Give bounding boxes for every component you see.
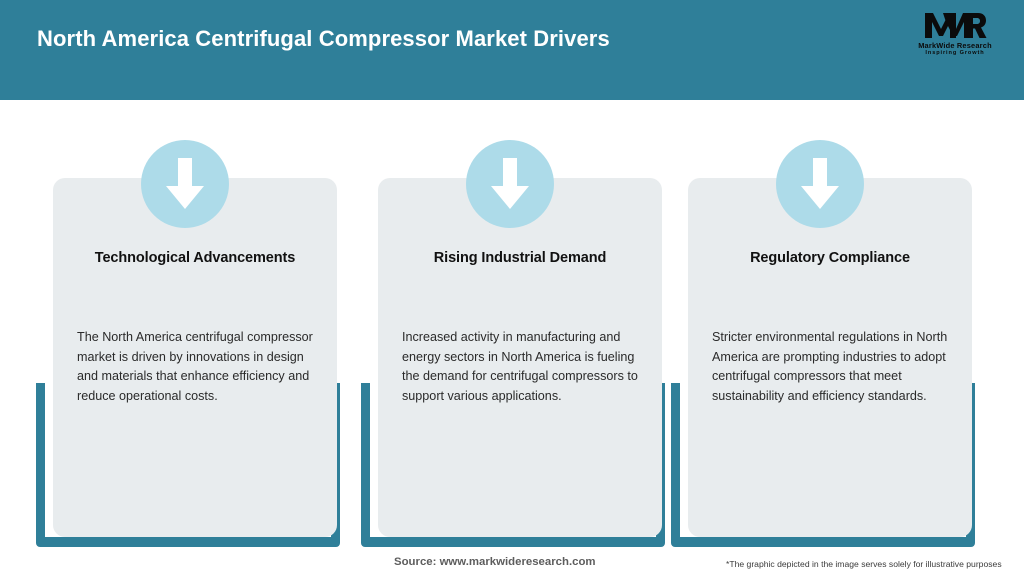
arrow-down-icon (776, 140, 864, 228)
bracket-bottom-bar (671, 537, 975, 547)
card-title: Regulatory Compliance (750, 250, 910, 266)
card-panel: Technological Advancements The North Ame… (53, 178, 337, 537)
brand-logo: MarkWide Research Inspiring Growth (906, 10, 1004, 62)
driver-card-3: Regulatory Compliance Stricter environme… (655, 0, 985, 576)
card-body-text: The North America centrifugal compressor… (77, 330, 313, 403)
driver-card-2: Rising Industrial Demand Increased activ… (345, 0, 675, 576)
page-title: North America Centrifugal Compressor Mar… (37, 26, 610, 51)
bracket-bottom-bar (36, 537, 340, 547)
card-title: Rising Industrial Demand (433, 250, 607, 266)
card-panel: Regulatory Compliance Stricter environme… (688, 178, 972, 537)
driver-card-1: Technological Advancements The North Ame… (20, 0, 350, 576)
card-title: Technological Advancements (94, 250, 296, 266)
bracket-left-bar (671, 383, 680, 538)
source-attribution: Source: www.markwideresearch.com (394, 556, 596, 568)
bracket-left-bar (36, 383, 45, 538)
arrow-down-icon (466, 140, 554, 228)
bracket-bottom-bar (361, 537, 665, 547)
logo-tagline: Inspiring Growth (925, 50, 985, 56)
card-body-text: Increased activity in manufacturing and … (402, 330, 638, 403)
mwr-logo-icon (925, 13, 987, 38)
logo-company-name: MarkWide Research (918, 41, 992, 50)
arrow-down-icon (141, 140, 229, 228)
illustrative-disclaimer: *The graphic depicted in the image serve… (726, 559, 1002, 569)
card-body-text: Stricter environmental regulations in No… (712, 330, 948, 403)
bracket-left-bar (361, 383, 370, 538)
card-panel: Rising Industrial Demand Increased activ… (378, 178, 662, 537)
header-bar (0, 0, 1024, 100)
